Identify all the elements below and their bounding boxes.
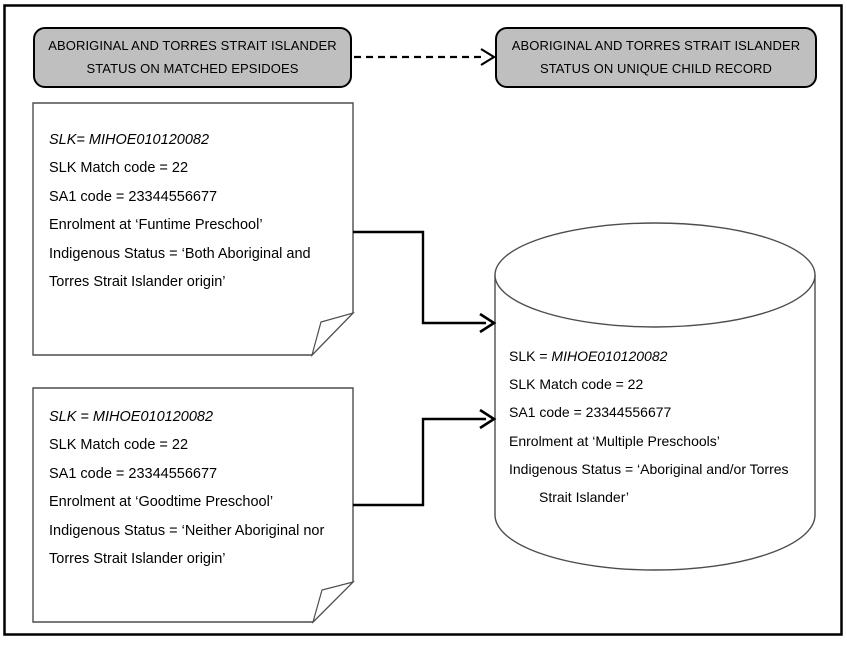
arrow-episode2-to-record: [353, 408, 497, 507]
unique-record-match-code: SLK Match code = 22: [509, 376, 644, 393]
matched-episodes-line1: ABORIGINAL AND TORRES STRAIT ISLANDER: [48, 38, 337, 53]
episode2-match-code: SLK Match code = 22: [49, 437, 189, 454]
episode1-sa1-code: SA1 code = 23344556677: [49, 188, 218, 205]
matched-episodes-node: ABORIGINAL AND TORRES STRAIT ISLANDER ST…: [33, 27, 352, 88]
episode2-enrolment: Enrolment at ‘Goodtime Preschool’: [49, 494, 274, 511]
figure-border: [3, 4, 843, 636]
folded-corner-icon: [311, 580, 355, 625]
unique-record-enrolment: Enrolment at ‘Multiple Preschools’: [509, 432, 720, 449]
database-cylinder-shape: [494, 222, 816, 571]
unique-record-sa1-code: SA1 code = 23344556677: [509, 404, 672, 421]
episode2-slk: SLK = MIHOE010120082: [49, 409, 214, 425]
episode1-status-line2: Torres Strait Islander origin’: [49, 274, 226, 291]
episode1-enrolment: Enrolment at ‘Funtime Preschool’: [49, 217, 263, 234]
episode2-note-shape: [32, 387, 355, 625]
episode1-note-shape: [32, 102, 355, 358]
unique-child-record-line2: STATUS ON UNIQUE CHILD RECORD: [539, 61, 773, 76]
unique-child-record-line1: ABORIGINAL AND TORRES STRAIT ISLANDER: [511, 38, 801, 53]
episode1-match-code: SLK Match code = 22: [49, 160, 189, 177]
folded-corner-icon: [310, 311, 355, 358]
episode1-slk: SLK= MIHOE010120082: [49, 132, 210, 148]
unique-record-text: SLK = MIHOE010120082 SLK Match code = 22…: [509, 342, 789, 511]
unique-record-slk-value: MIHOE010120082: [551, 348, 668, 364]
episode2-status-line1: Indigenous Status = ‘Neither Aboriginal …: [49, 522, 325, 539]
episode2-status-line2: Torres Strait Islander origin’: [49, 551, 226, 568]
unique-record-slk-label: SLK =: [509, 348, 552, 364]
episode1-text: SLK= MIHOE010120082 SLK Match code = 22 …: [49, 126, 311, 296]
episode2-text: SLK = MIHOE010120082 SLK Match code = 22…: [49, 403, 324, 573]
dashed-arrow: [354, 48, 497, 66]
episode1-status-line1: Indigenous Status = ‘Both Aboriginal and: [49, 245, 311, 262]
unique-child-record-node: ABORIGINAL AND TORRES STRAIT ISLANDER ST…: [495, 27, 817, 88]
unique-record-status-line2: Strait Islander’: [539, 489, 630, 506]
arrow-episode1-to-record: [353, 230, 497, 334]
matched-episodes-line2: STATUS ON MATCHED EPSIDOES: [86, 61, 299, 76]
unique-record-slk: SLK = MIHOE010120082: [509, 342, 789, 370]
unique-record-status-line1: Indigenous Status = ‘Aboriginal and/or T…: [509, 460, 789, 477]
episode2-sa1-code: SA1 code = 23344556677: [49, 465, 218, 482]
